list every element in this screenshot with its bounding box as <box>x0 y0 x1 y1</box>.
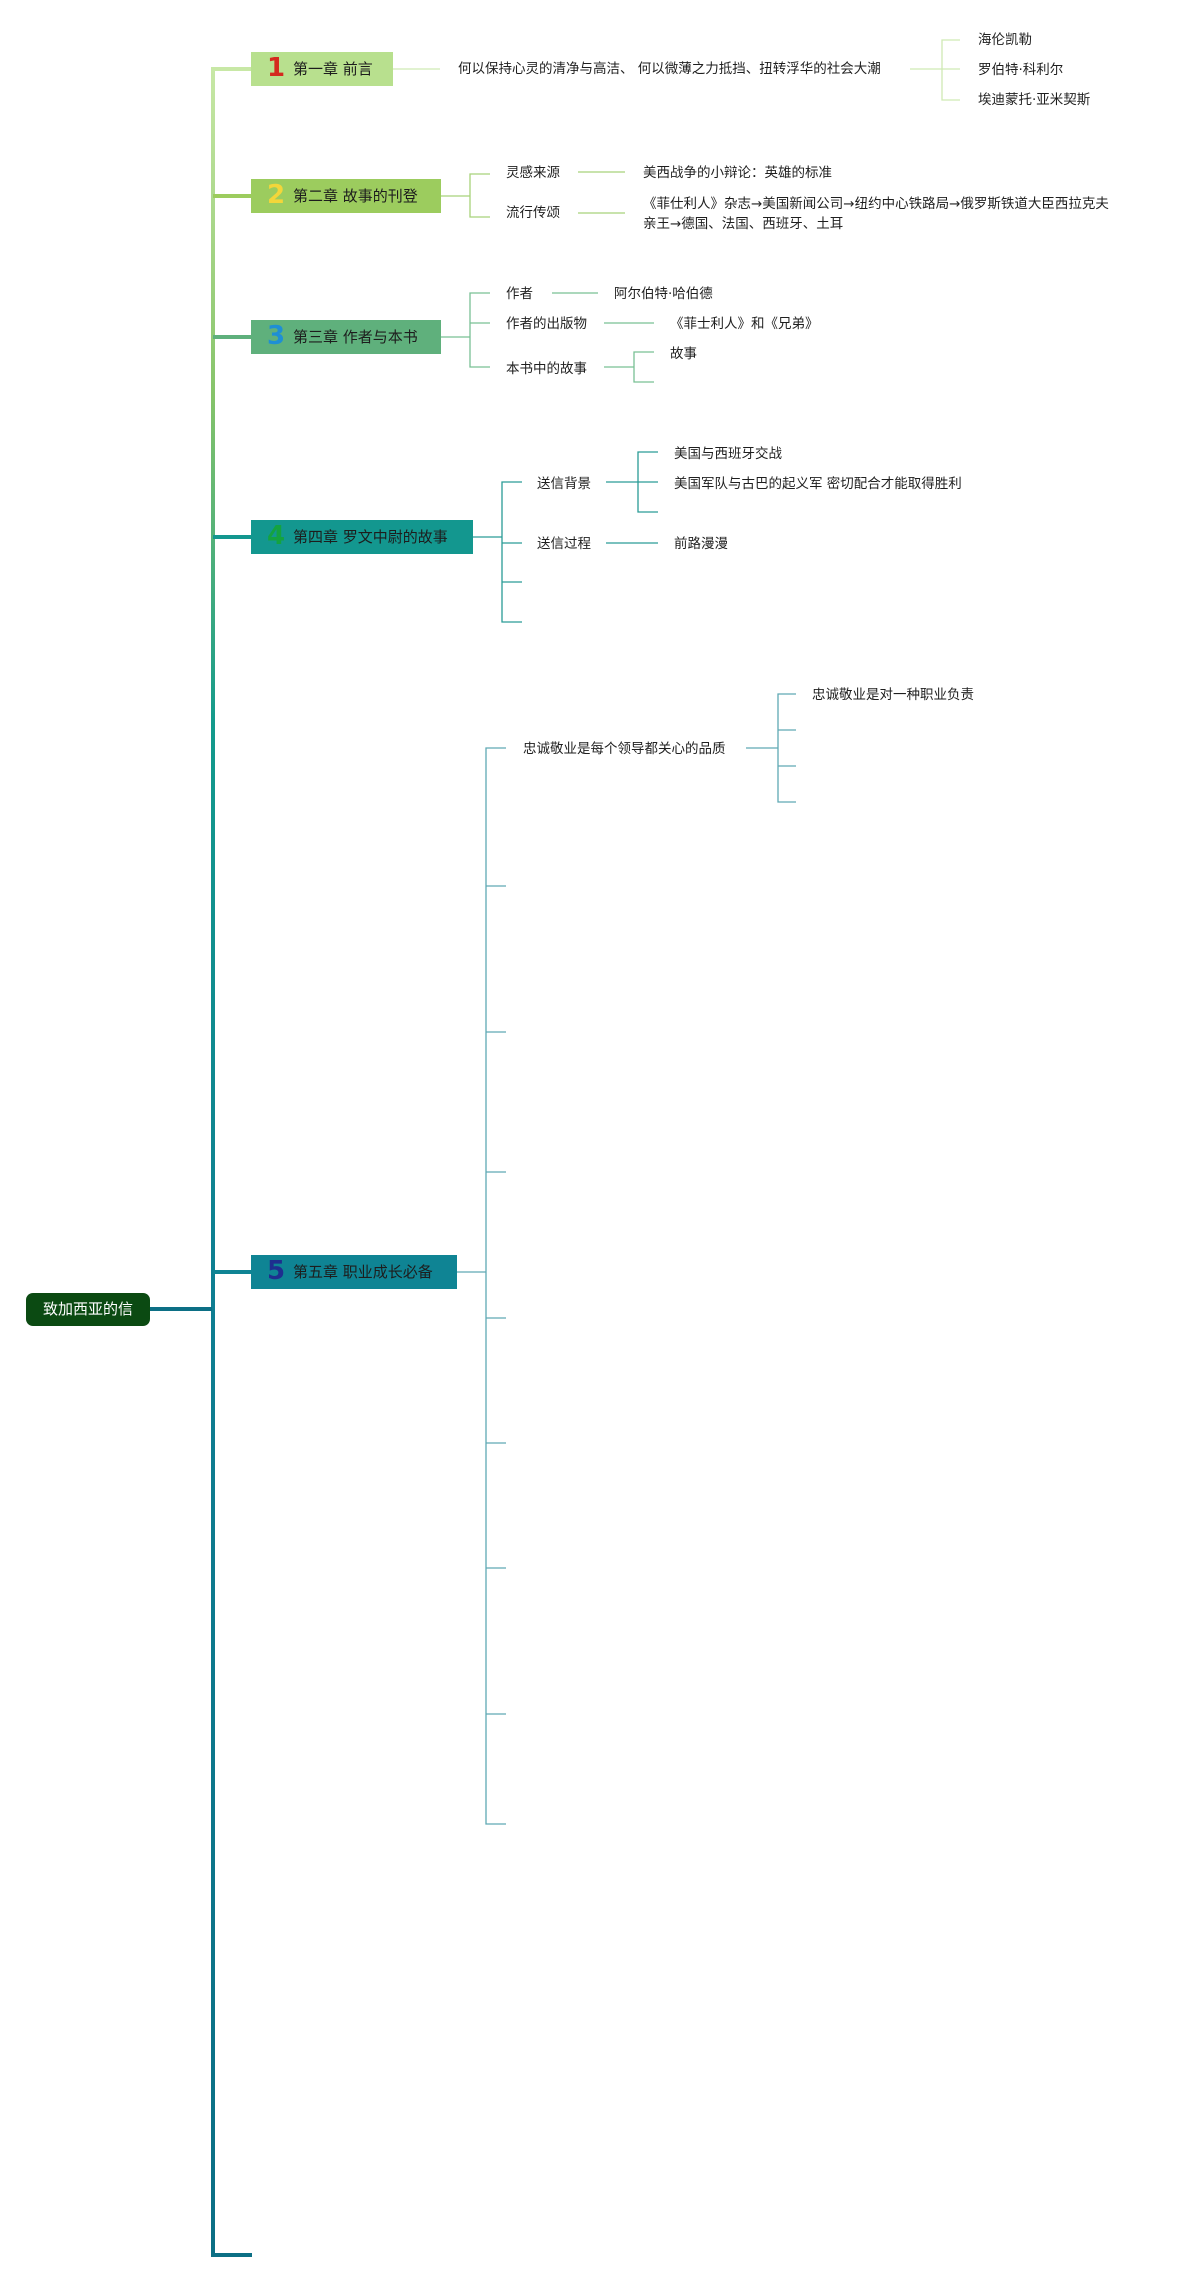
ch5-topic-loyalty[interactable]: 忠诚敬业是每个领导都关心的品质 <box>523 741 726 757</box>
ch5-loyalty-item-1[interactable]: 忠诚敬业是对一种职业负责 <box>812 687 974 703</box>
chapter-2-number: 2 <box>267 180 286 210</box>
chapter-5-node[interactable]: 5 第五章 职业成长必备 <box>251 1255 457 1289</box>
chapter-3-title: 第三章 作者与本书 <box>293 328 418 346</box>
ch2-inspiration-detail[interactable]: 美西战争的小辩论：英雄的标准 <box>643 165 832 181</box>
chapter-2-title: 第二章 故事的刊登 <box>293 187 418 205</box>
chapter-4-number: 4 <box>267 521 286 551</box>
chapter-1-title: 第一章 前言 <box>293 60 373 78</box>
ch1-subtopic-1[interactable]: 海伦凯勒 <box>978 32 1032 48</box>
ch2-spread-detail-line1[interactable]: 《菲仕利人》杂志→美国新闻公司→纽约中心铁路局→俄罗斯铁道大臣西拉克夫 <box>643 196 1109 212</box>
ch3-story-item[interactable]: 故事 <box>670 346 697 362</box>
chapter-3-number: 3 <box>267 321 286 351</box>
ch1-subtopic-2[interactable]: 罗伯特·科利尔 <box>978 62 1064 78</box>
chapter3-branches <box>440 292 654 383</box>
ch2-topic-inspiration[interactable]: 灵感来源 <box>506 165 560 181</box>
chapter-3-node[interactable]: 3 第三章 作者与本书 <box>251 320 441 354</box>
chapter4-branches <box>472 451 658 623</box>
chapter-4-title: 第四章 罗文中尉的故事 <box>293 528 448 546</box>
ch3-topic-author[interactable]: 作者 <box>506 286 533 302</box>
chapter-1-node[interactable]: 1 第一章 前言 <box>251 52 393 86</box>
main-trunk <box>211 67 215 2255</box>
chapter1-branches <box>392 39 960 101</box>
ch2-spread-detail-line2[interactable]: 亲王→德国、法国、西班牙、土耳 <box>643 216 844 232</box>
chapter-5-number: 5 <box>267 1256 286 1286</box>
ch2-topic-spread[interactable]: 流行传颂 <box>506 205 560 221</box>
chapter-5-title: 第五章 职业成长必备 <box>293 1263 433 1281</box>
ch4-topic-process[interactable]: 送信过程 <box>537 536 591 552</box>
chapter2-branches <box>440 171 625 218</box>
ch4-topic-background[interactable]: 送信背景 <box>537 476 591 492</box>
ch3-publication-names[interactable]: 《菲士利人》和《兄弟》 <box>670 316 819 332</box>
ch3-author-name[interactable]: 阿尔伯特·哈伯德 <box>614 286 713 302</box>
ch4-background-item-2[interactable]: 美国军队与古巴的起义军 密切配合才能取得胜利 <box>674 476 962 492</box>
ch3-topic-publications[interactable]: 作者的出版物 <box>506 316 587 332</box>
ch1-topic-1[interactable]: 何以保持心灵的清净与高洁、 何以微薄之力抵挡、扭转浮华的社会大潮 <box>458 61 881 77</box>
ch4-process-item-1[interactable]: 前路漫漫 <box>674 536 728 552</box>
ch3-topic-stories[interactable]: 本书中的故事 <box>506 361 587 377</box>
chapter-1-number: 1 <box>267 53 286 83</box>
chapter5-branches <box>456 693 796 1825</box>
ch4-background-item-1[interactable]: 美国与西班牙交战 <box>674 446 782 462</box>
chapter-2-node[interactable]: 2 第二章 故事的刊登 <box>251 179 441 213</box>
ch1-subtopic-3[interactable]: 埃迪蒙托·亚米契斯 <box>978 92 1091 108</box>
root-node[interactable]: 致加西亚的信 <box>26 1293 150 1326</box>
chapter-4-node[interactable]: 4 第四章 罗文中尉的故事 <box>251 520 473 554</box>
